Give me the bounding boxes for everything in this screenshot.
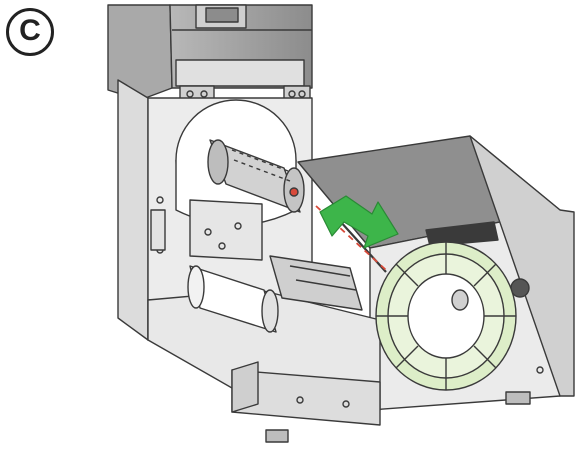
interior-rollers xyxy=(187,209,387,333)
step-indicator: C xyxy=(6,8,54,56)
spindle-hub xyxy=(375,241,517,391)
spindle-cylinder xyxy=(207,139,305,213)
arrow-right-down-icon xyxy=(319,195,399,249)
step-letter: C xyxy=(19,14,41,47)
inner-bracket xyxy=(189,199,263,261)
front-tray xyxy=(147,289,531,443)
